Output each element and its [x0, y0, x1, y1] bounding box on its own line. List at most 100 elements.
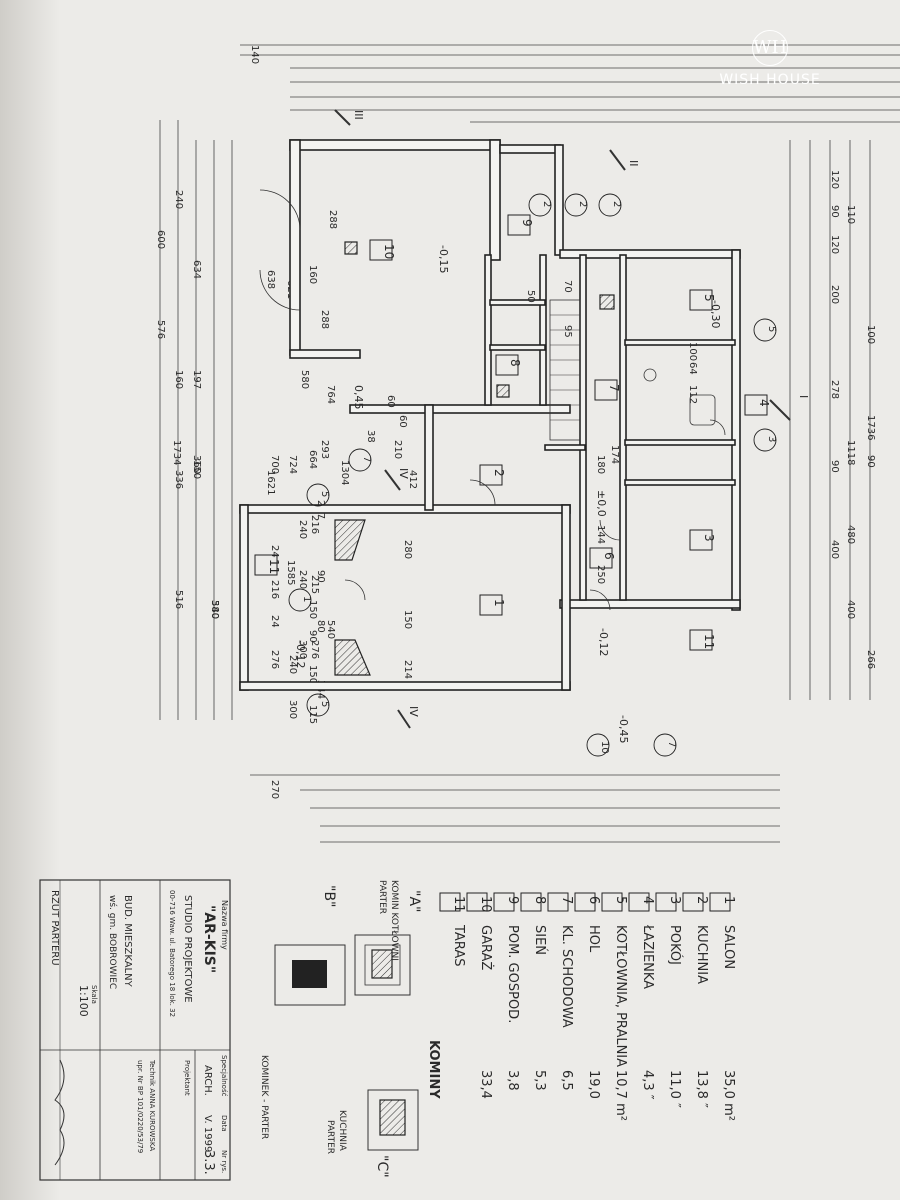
dimension-value: 240 [287, 655, 298, 674]
axis-label: 2 [611, 201, 622, 207]
legend-room-area: 19,0 [586, 1070, 601, 1099]
axis-label: 10 [599, 741, 610, 754]
section-mark-right: I [797, 395, 810, 398]
chimney-c-note2: PARTER [325, 1120, 335, 1154]
legend-room-area: 10,7 m² [613, 1070, 628, 1121]
dimension-value: 664 [307, 450, 318, 469]
tb-project-label: Projektant [183, 1060, 191, 1096]
chimney-c-label: "C" [374, 1155, 390, 1178]
dimension-value: 700 [269, 455, 280, 474]
dimension-value: 276 [269, 650, 280, 669]
tb-scale-value: 1:100 [77, 985, 90, 1017]
tb-location: wś. gm. BOBROWIEC [107, 895, 118, 989]
room-marker-box [507, 214, 531, 236]
legend-room-area: 5,3 [532, 1070, 547, 1091]
legend-number-box [574, 892, 596, 912]
dimension-value: 1585 [285, 560, 296, 585]
legend-number-box [601, 892, 623, 912]
dimension-value: 250 [595, 565, 606, 584]
legend-room-name: KL. SCHODOWA [559, 925, 574, 1028]
section-mark-bottom: IV [407, 706, 420, 717]
axis-circle [586, 733, 610, 757]
signature-graphic [54, 1059, 65, 1166]
dimension-value: 724 [287, 455, 298, 474]
room-marker-number: 8 [508, 359, 522, 367]
dimension-value: 240 [173, 190, 184, 209]
room-marker-number: 10 [382, 244, 396, 259]
drawing-sheet [18, 0, 900, 1200]
legend-number-box [493, 892, 515, 912]
dimension-value: 100 [687, 342, 698, 361]
legend-room-number: 1 [721, 896, 736, 904]
dimension-value: 120 [829, 170, 840, 189]
dimension-value: 70 [562, 280, 573, 293]
room-marker-box [479, 464, 503, 486]
room-marker-number: 11 [702, 634, 716, 649]
room-marker-box [369, 239, 393, 261]
legend-room-number: 7 [559, 896, 574, 904]
legend-room-name: SIEŃ [532, 925, 548, 955]
bottom-dimension-values: 2707002421624276724240300664150901501157… [269, 385, 350, 799]
chimney-b-label: "B" [321, 885, 337, 907]
tb-sheet-label: Nr rys. [220, 1150, 228, 1173]
room-marker-number: 7 [607, 384, 621, 392]
left-dimension-lines [159, 120, 233, 720]
axis-circle [348, 448, 372, 472]
dimension-value: 216 [269, 580, 280, 599]
dimension-value: 214 [402, 660, 413, 679]
tb-firm-addr: 00-716 Waw. ul. Batorego 18 lok. 32 [168, 890, 176, 1017]
dimension-value: 380 [209, 600, 220, 619]
chimney-c-note: KUCHNIA [337, 1110, 347, 1152]
inner-walls [484, 254, 736, 601]
dimension-value: 1118 [845, 440, 856, 465]
dimension-value: 300 [297, 640, 308, 659]
dimension-value: 576 [155, 320, 166, 339]
dimension-value: 150 [307, 665, 318, 684]
outer-walls [239, 139, 741, 691]
legend-number-box [709, 892, 731, 912]
sheet-fold [0, 0, 60, 1200]
tb-date-label: Data [220, 1115, 228, 1132]
axis-circle [306, 483, 330, 507]
dimension-value: 120 [829, 235, 840, 254]
inner-dimension-values: 1602882886060210412293382801502142501441… [307, 210, 698, 679]
dimension-value: 240 [297, 570, 308, 589]
legend-room-area: 11,0 ″ [667, 1070, 682, 1108]
axis-label: 3 [766, 436, 777, 442]
dimension-value: 140 [249, 45, 260, 64]
dimension-value: 90 [307, 630, 318, 643]
dimension-value: 80 [315, 620, 326, 633]
room-marker-number: 3 [702, 534, 716, 542]
dimension-value: 540 [325, 620, 336, 639]
tb-building: BUD. MIESZKALNY [122, 895, 133, 988]
dimension-value: 24 [269, 615, 280, 628]
chimney-details: KOMINY "A" KOMIN KOTŁOWNI PARTER "B" KOM… [259, 880, 441, 1178]
doors [259, 189, 726, 611]
room-marker-number: 5 [702, 294, 716, 302]
legend-room-area: 13,8 ″ [694, 1070, 709, 1108]
tb-date-value: V. 1999 [202, 1115, 213, 1152]
chimney-a-note2: PARTER [377, 880, 387, 914]
chimney-b-note: KOMINEK - PARTER [259, 1055, 269, 1139]
dimension-value: 1736 [865, 415, 876, 440]
legend-room-name: KUCHNIA [694, 925, 709, 984]
tb-drawing-title: RZUT PARTERU [49, 890, 60, 966]
level-terrace: -0,12 [597, 628, 610, 656]
dimension-value: 38 [365, 430, 376, 443]
watermark-logo: WH WISH HOUSE [700, 30, 840, 88]
dimension-value: 90 [829, 205, 840, 218]
section-markers: II III I IV IV [334, 109, 810, 729]
room-marker-box [589, 547, 613, 569]
tb-project-value: Technik ANNA KUROWSKA [148, 1059, 156, 1151]
dimension-value: 580 [299, 370, 310, 389]
dimension-value: 1304 [339, 460, 350, 485]
legend-room-name: GARAŻ [478, 925, 494, 970]
legend-room-number: 10 [478, 896, 493, 913]
level-step: 0,45 [352, 385, 365, 410]
axis-circle [306, 693, 330, 717]
tb-spec-value: ARCH. [202, 1065, 213, 1096]
legend-number-box [466, 892, 488, 912]
